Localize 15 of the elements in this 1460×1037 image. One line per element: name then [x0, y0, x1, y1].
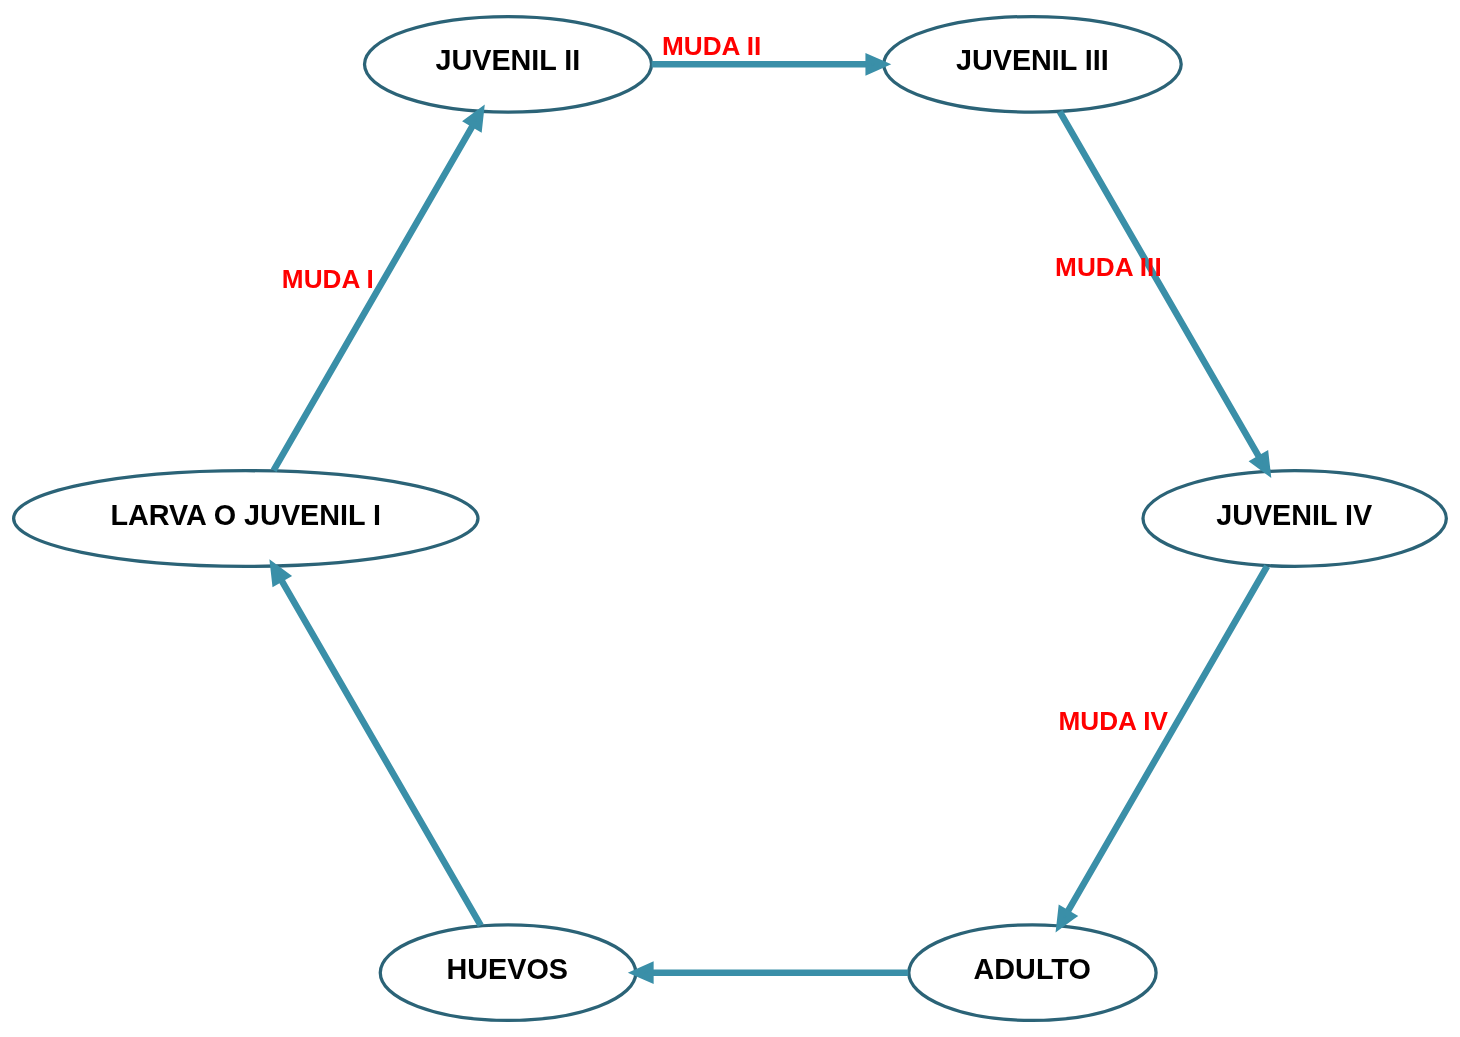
- node-ellipse: JUVENIL IV: [1141, 469, 1448, 568]
- arrow: [627, 961, 909, 984]
- arrow: [1056, 110, 1272, 478]
- node-ellipse: JUVENIL III: [882, 14, 1183, 114]
- node-ellipse: HUEVOS: [378, 923, 638, 1023]
- arrow: [269, 559, 484, 927]
- arrow: [1055, 564, 1270, 933]
- node-ellipse: LARVA O JUVENIL I: [12, 469, 480, 568]
- edge-label: MUDA II: [661, 31, 762, 62]
- edge-label: MUDA IV: [1058, 706, 1168, 737]
- node-ellipse: JUVENIL II: [362, 14, 654, 114]
- edge-label: MUDA I: [281, 264, 374, 295]
- node-ellipse: ADULTO: [907, 923, 1158, 1023]
- arrow: [270, 104, 485, 472]
- arrow: [651, 53, 892, 76]
